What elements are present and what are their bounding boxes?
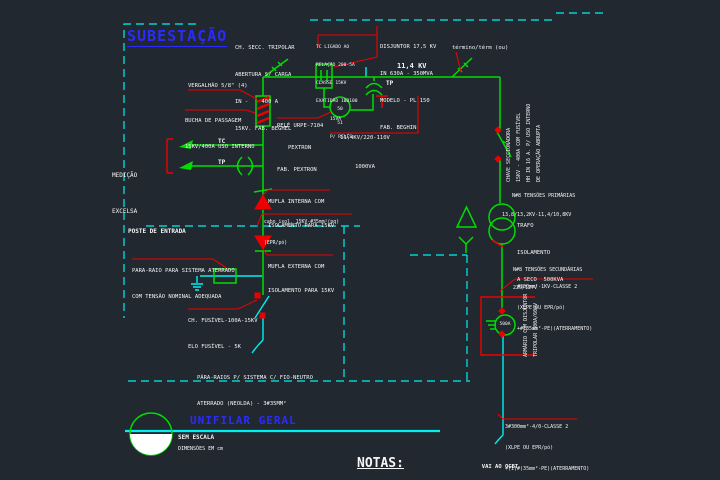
fuse-terminal-top [254, 292, 261, 299]
notes-heading: NOTAS: [357, 456, 404, 471]
scale-note: SEM ESCALA [178, 434, 215, 441]
callout-mufla-interna: MUFLA INTERNA COM ISOLAMENTO PARA 15KV [268, 199, 335, 229]
service-drop-end [251, 318, 264, 354]
callout-para-raio: PARA-RAIO PARA SISTEMA ATERRADO COM TENS… [132, 268, 235, 300]
bus-voltage-label: 11,4 KV [397, 62, 427, 70]
tp-arrow [179, 161, 193, 170]
arrester-box [213, 268, 237, 284]
callout-chave-seccionadora: CHAVE SECCIONADORA 15KV - 400A COM FUSÍV… [506, 103, 542, 182]
callout-rele: RELÉ URPE-7104 PEXTRON FAB. PEXTRON [277, 123, 324, 173]
drawing-title: UNIFILAR GERAL [190, 414, 297, 427]
callout-vergalhao: VERGALHÃO 5/8" (4) [188, 83, 248, 89]
red-leaders [132, 26, 593, 420]
relay-ansi-codes: 50 51 [337, 106, 343, 126]
callout-tensoes-sec: N#8 TENSÕES SECUNDÁRIAS 220/127V [513, 267, 583, 291]
boundary-lines [123, 12, 604, 382]
mufla-externa-symbol [254, 235, 272, 250]
callout-ch-secc: CH. SECC. TRIPOLAR ABERTURA S/ CARGA IN … [235, 45, 295, 132]
bushing-hatch [256, 95, 270, 125]
callout-tc: TC LIGADO AO RELAÇÃO 200-5A CLASSE 15KV … [316, 45, 358, 140]
metering-tp-symbol [236, 156, 254, 176]
callout-bucha: BUCHA DE PASSAGEM 15KV/400A USO INTERNO [185, 118, 255, 150]
bushing-outline [255, 95, 271, 127]
tp-tap-label: TP [218, 159, 226, 166]
callout-ch-fusivel: CH. FUSÍVEL-100A-15KV ELO FUSÍVEL - 5K [188, 318, 258, 350]
line-termination-blade [451, 57, 473, 78]
cable-section-line [253, 188, 273, 295]
relay-tp-link [350, 94, 374, 111]
fuse-blade [254, 295, 270, 319]
callout-mufla-externa: MUFLA EXTERNA COM ISOLAMENTO PARA 15KV [268, 264, 335, 294]
relay-circle [329, 96, 351, 118]
dimensions-note: DIMENSÕES EM cm [178, 446, 224, 452]
callout-cabo-sec1: #300mm²-1KV-CLASSE 2 (XLPE OU EPR/pó) +#… [517, 284, 593, 332]
wye-symbol [458, 236, 474, 253]
delta-symbol [455, 205, 478, 228]
entry-pole-label: POSTE DE ENTRADA [128, 228, 186, 235]
fuse-terminal-bottom [259, 312, 266, 319]
breaker-relay-link [323, 88, 330, 108]
callout-para-raios-bottom: PÁRA-RAIOS P/ SISTEMA C/ FIO-NEUTRO ATER… [197, 375, 313, 407]
lv-breaker-circle [494, 314, 516, 336]
trafo-primary [488, 203, 516, 231]
tc-tap-label: TC [218, 138, 226, 145]
lv-breaker-rating: 500A [499, 322, 511, 327]
logo-half-fill [130, 434, 172, 455]
switch-terminal-top [494, 126, 502, 134]
hv-lines [129, 57, 516, 456]
bus-tp-symbol [365, 77, 383, 96]
qgbt-label: VAI AO QGBT DO CLIENTE [481, 464, 519, 470]
callout-trafo: TRAFO ISOLAMENTO A SECO 500KVA [517, 223, 564, 283]
callout-disjuntor: DISJUNTOR 17,5 KV IN 630A - 350MVA MODEL… [380, 44, 437, 131]
trafo-lv-tick [491, 239, 504, 248]
sectionalizer-blade [264, 58, 289, 77]
mufla-interna-symbol [254, 193, 272, 210]
ground-symbol [191, 276, 203, 291]
red-symbols [166, 95, 535, 356]
lv-feeder-line [494, 336, 504, 445]
callout-tp-spec: 11,4KV/220-110V 1000VA [340, 135, 390, 170]
callout-armario: ARMÁRIO COM DISJUNTOR TRIPOLAR 500A/600V [523, 293, 539, 357]
tp-ground-tee [376, 95, 388, 108]
breaker-terminal-bottom [498, 330, 506, 338]
metering-label: MEDIÇÃO EXCELSA [112, 172, 138, 215]
breaker-contacts [320, 70, 328, 82]
switch-terminal-bottom [494, 155, 502, 163]
callout-cabo-sec2: 3#300mm²-4/0-CLASSE 2 (XLPE OU EPR/pó) +… [505, 424, 590, 472]
callout-cabo-mt: cabo isol. 15KV-#35mm²(pq) (EPR/pó) [264, 220, 340, 246]
tc-arrow [179, 140, 193, 149]
page-title: SUBESTAÇÃO [127, 27, 228, 47]
tap-arrows [179, 140, 193, 170]
tp-top-label: TP [386, 80, 394, 87]
callout-termino: término/térm (ou) [452, 45, 509, 51]
breaker-terminal-top [498, 307, 506, 315]
metering-bracket [166, 138, 173, 174]
cabinet-bracket [480, 296, 535, 356]
callout-tensoes-prim: N#8 TENSÕES PRIMÁRIAS 13,8/13,2KV-11,4/1… [502, 193, 576, 219]
fused-switch [496, 77, 512, 203]
